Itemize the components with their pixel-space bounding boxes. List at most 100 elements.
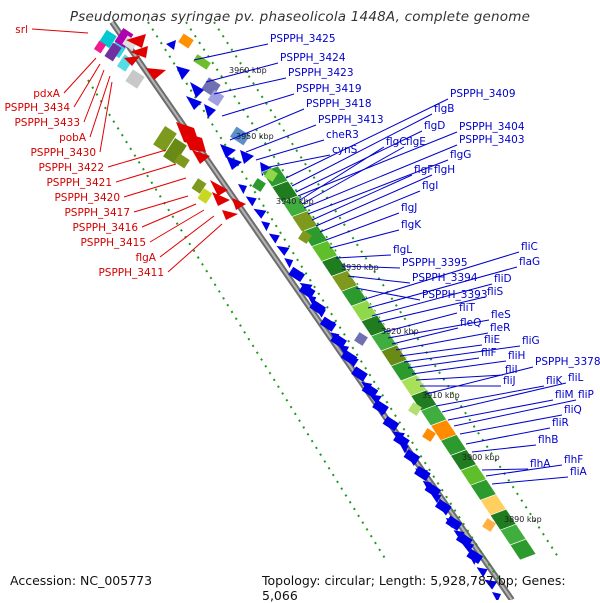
right-label-connector bbox=[471, 444, 537, 453]
right-label-connector bbox=[311, 174, 413, 221]
gene-label: PSPPH_3395 bbox=[402, 257, 468, 269]
gene-label: flgG bbox=[450, 149, 471, 161]
right-label-connector bbox=[387, 319, 490, 339]
gene-label: PSPPH_3417 bbox=[64, 207, 130, 219]
gene-label: PSPPH_3409 bbox=[450, 88, 516, 100]
right-label-connector bbox=[485, 464, 563, 477]
upper-genes bbox=[93, 28, 272, 176]
forward-gene-block bbox=[372, 399, 389, 415]
right-label-connector bbox=[395, 332, 489, 351]
forward-gene-block bbox=[330, 333, 347, 349]
gene-label: pobA bbox=[59, 132, 87, 144]
forward-genes bbox=[238, 184, 501, 600]
right-label-connector bbox=[355, 287, 421, 301]
right-label-connector bbox=[315, 174, 433, 227]
gene-label: flgJ bbox=[401, 202, 417, 214]
right-label-connector bbox=[341, 265, 401, 269]
right-label-connector bbox=[285, 98, 449, 179]
right-label-connector bbox=[403, 345, 521, 363]
forward-gene-arrow bbox=[245, 196, 257, 207]
cds-marker bbox=[298, 230, 312, 244]
forward-gene-arrow bbox=[492, 592, 501, 600]
gene-label: fliJ bbox=[503, 375, 516, 387]
left-label-connector bbox=[107, 149, 167, 168]
left-label-connector bbox=[133, 195, 189, 213]
forward-gene-block bbox=[455, 532, 473, 548]
gene-label: fliE bbox=[484, 334, 500, 346]
forward-gene-block bbox=[434, 499, 452, 515]
right-label-connector bbox=[295, 130, 423, 193]
right-label-connector bbox=[447, 399, 554, 421]
right-label-connector bbox=[301, 146, 405, 205]
forward-gene-arrow bbox=[399, 443, 409, 454]
right-label-connector bbox=[407, 357, 480, 369]
left-label-connector bbox=[63, 57, 97, 94]
gene-label: PSPPH_3434 bbox=[4, 102, 70, 114]
cds-band bbox=[252, 165, 537, 561]
right-label-connector bbox=[319, 190, 421, 233]
gene-label: PSPPH_3404 bbox=[459, 121, 525, 133]
gene-label: PSPPH_3416 bbox=[72, 222, 138, 234]
kbp-label: 3950 kbp bbox=[236, 132, 274, 141]
gene-label: PSPPH_3378 bbox=[535, 356, 600, 368]
gene-label: fliP bbox=[578, 389, 594, 401]
cds-marker bbox=[354, 332, 368, 346]
gene-label: fliS bbox=[487, 286, 504, 298]
right-label-connector bbox=[361, 251, 520, 301]
gene-label: PSPPH_3424 bbox=[280, 52, 346, 64]
forward-gene-arrow bbox=[476, 567, 488, 578]
gene-label: flhF bbox=[564, 454, 583, 466]
left-label-connector bbox=[141, 203, 197, 228]
gene-label: cheR3 bbox=[326, 129, 359, 141]
left-label-connector bbox=[89, 75, 111, 138]
right-label-connector bbox=[303, 144, 458, 209]
gene-label: PSPPH_3425 bbox=[270, 33, 336, 45]
dotted-tracks bbox=[87, 21, 561, 583]
forward-gene-arrow bbox=[238, 184, 247, 194]
gene-label: fliM bbox=[555, 389, 574, 401]
cds-marker bbox=[252, 178, 266, 192]
topology-text: Topology: circular; Length: 5,928,787 bp… bbox=[262, 573, 566, 603]
gene-label: PSPPH_3394 bbox=[412, 272, 478, 284]
forward-gene-block bbox=[424, 482, 442, 498]
gene-label: PSPPH_3411 bbox=[98, 267, 164, 279]
forward-gene-block bbox=[309, 300, 326, 316]
gene-label: flgI bbox=[422, 180, 438, 192]
gene-label: flgB bbox=[434, 103, 454, 115]
right-label-connector bbox=[307, 159, 449, 215]
gene-label: fliA bbox=[570, 466, 588, 478]
kbp-label: 3910 kbp bbox=[422, 391, 460, 400]
right-label-connector bbox=[335, 254, 392, 259]
right-label-connector bbox=[213, 77, 287, 95]
gene-label: PSPPH_3433 bbox=[14, 117, 80, 129]
right-label-connector bbox=[425, 366, 534, 395]
gene-label: fliK bbox=[546, 375, 564, 387]
forward-gene-block bbox=[466, 548, 484, 565]
right-label-connector bbox=[383, 312, 458, 333]
right-label-connector bbox=[193, 43, 269, 61]
right-label-connector bbox=[255, 139, 325, 161]
gene-label: PSPPH_3421 bbox=[46, 177, 112, 189]
gene-label: fliQ bbox=[564, 404, 582, 416]
kbp-label: 3900 kbp bbox=[462, 453, 500, 462]
gene-label: pdxA bbox=[33, 88, 61, 100]
gene-label: PSPPH_3423 bbox=[288, 67, 354, 79]
cds-segment bbox=[509, 538, 537, 561]
gene-label: PSPPH_3422 bbox=[38, 162, 104, 174]
left-label-connector bbox=[99, 81, 113, 153]
forward-gene-block bbox=[351, 366, 368, 382]
right-label-connector bbox=[465, 427, 551, 445]
gene-label: flgK bbox=[401, 219, 422, 231]
gene-label: fliD bbox=[494, 273, 512, 285]
forward-gene-block bbox=[298, 283, 316, 299]
gene-label: flgE bbox=[406, 136, 426, 148]
right-label-connector bbox=[459, 414, 563, 435]
forward-gene-block bbox=[445, 515, 463, 531]
left-label-connector bbox=[83, 69, 105, 123]
left-label-connector bbox=[123, 177, 187, 198]
forward-gene-block bbox=[403, 449, 421, 465]
kbp-label: 3890 kbp bbox=[504, 515, 542, 524]
right-label-connector bbox=[329, 229, 400, 249]
gene-label: flgL bbox=[393, 244, 412, 256]
